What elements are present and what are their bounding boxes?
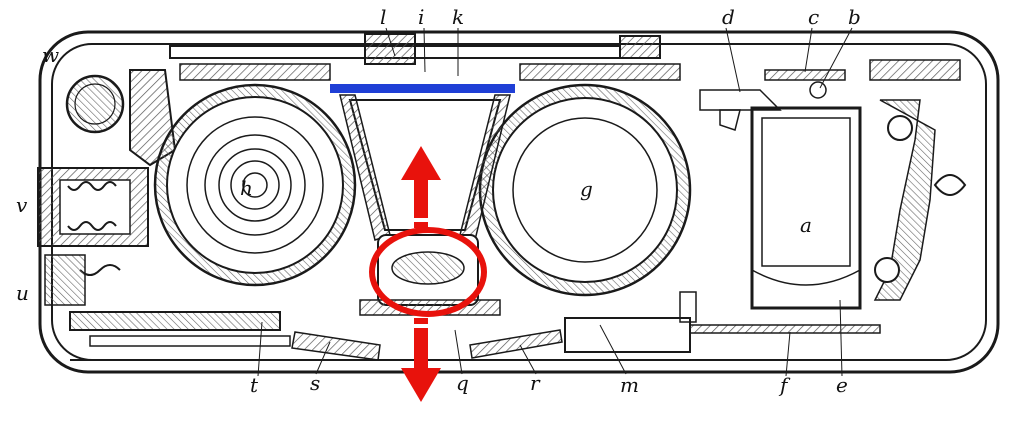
lens-highlight-circle bbox=[369, 227, 487, 317]
label-k: k bbox=[452, 5, 464, 29]
label-w: w bbox=[42, 43, 59, 67]
label-h: h bbox=[240, 176, 253, 200]
label-v: v bbox=[16, 193, 28, 217]
label-f: f bbox=[778, 373, 791, 397]
takeup-spool bbox=[478, 83, 692, 297]
left-mechanism bbox=[37, 69, 177, 306]
arrow-down bbox=[401, 318, 441, 402]
label-s: s bbox=[310, 371, 320, 395]
label-q: q bbox=[456, 371, 469, 395]
arrow-up bbox=[401, 146, 441, 228]
leader-lines bbox=[257, 27, 853, 377]
label-a: a bbox=[800, 213, 812, 237]
label-r: r bbox=[530, 371, 541, 395]
label-l: l bbox=[380, 5, 386, 29]
label-t: t bbox=[250, 373, 259, 397]
label-b: b bbox=[848, 5, 861, 29]
label-d: d bbox=[722, 5, 735, 29]
right-mechanism bbox=[699, 59, 967, 310]
label-u: u bbox=[16, 281, 29, 305]
label-m: m bbox=[620, 373, 639, 397]
label-g: g bbox=[580, 177, 593, 201]
label-c: c bbox=[808, 5, 819, 29]
labels: l i k d c b w v u h g a t s q r m f e bbox=[16, 5, 861, 397]
supply-spool bbox=[153, 83, 357, 287]
bottom-plate bbox=[69, 291, 900, 361]
label-e: e bbox=[836, 373, 848, 397]
film-gate-marker bbox=[330, 84, 515, 93]
label-i: i bbox=[418, 5, 424, 29]
